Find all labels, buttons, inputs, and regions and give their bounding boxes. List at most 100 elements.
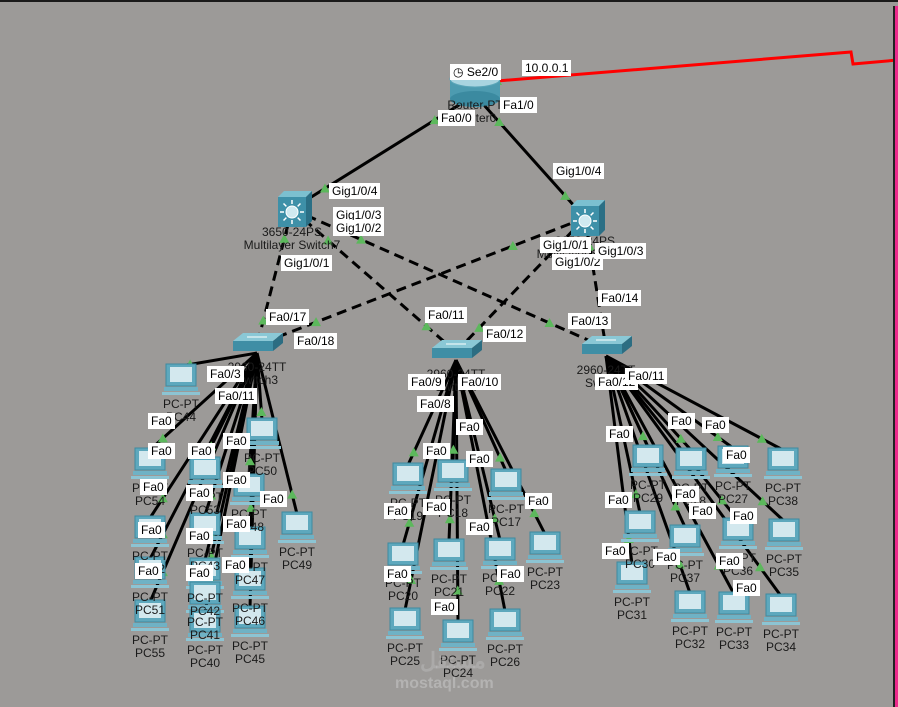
pc-icon[interactable] [666,524,704,556]
pc-icon[interactable] [231,567,269,599]
pc-screen [392,546,414,561]
switch-icon[interactable] [432,340,482,358]
port-label: Fa0 [223,433,250,449]
pc-icon[interactable] [672,447,710,479]
pc-icon[interactable] [629,444,667,476]
pc-base [133,580,167,584]
pc-icon[interactable] [764,447,802,479]
device-type-label: PC-PT [488,502,524,516]
pc-icon[interactable] [715,591,753,623]
pc-icon[interactable] [439,619,477,651]
pc-base [188,480,222,484]
pc-icon[interactable] [621,510,659,542]
port-label-text: Fa0 [387,567,408,581]
pc-icon[interactable] [186,581,224,613]
link-mls8-sw3[interactable] [256,216,586,347]
pc-icon[interactable] [434,459,472,491]
pc-icon[interactable] [386,607,424,639]
multilayer-switch-icon[interactable] [571,200,605,236]
port-label: Gig1/0/1 [540,237,592,253]
port-up-indicator [279,233,290,243]
pc-icon[interactable] [487,468,525,500]
port-label: Gig1/0/3 [595,243,647,259]
switch-icon[interactable] [582,336,632,354]
serial-link[interactable] [496,50,898,83]
pc-icon[interactable] [186,609,224,641]
port-label: Fa0/18 [294,333,338,349]
port-label-text: 10.0.0.1 [525,61,569,75]
device-name-label: PC47 [234,573,266,587]
port-label-text: Fa0 [426,500,447,514]
switch-side [472,340,482,358]
pc-icon[interactable] [162,363,200,395]
pc-icon[interactable] [243,417,281,449]
link-sw4-pc26[interactable] [454,359,507,612]
port-label-text: Fa0/11 [628,369,665,383]
pc-icon[interactable] [765,518,803,550]
pc-base [623,534,657,538]
multilayer-switch-icon[interactable] [278,191,312,227]
port-label-text: Fa0/10 [461,375,499,389]
pc-keyboard [230,502,268,505]
port-label: Gig1/0/2 [333,220,385,236]
pc-icon[interactable] [671,590,709,622]
pc-screen [447,623,469,638]
pc-icon[interactable] [231,605,269,637]
port-up-indicator [495,452,505,462]
port-label-text: Gig1/0/4 [332,184,378,198]
port-label: Fa0 [186,528,213,544]
port-label-text: Fa0 [189,529,210,543]
pc-base [233,629,267,633]
pc-keyboard [764,476,802,479]
pc-icon[interactable] [613,561,651,593]
port-label: Fa0 [702,417,729,433]
pc-icon[interactable] [231,526,269,558]
pc-base [232,497,266,501]
port-label-text: Fa0 [226,517,247,531]
port-label: Gig1/0/2 [552,254,604,270]
pc-keyboard [439,648,477,651]
device-type-label: PC-PT [431,572,467,586]
port-label: Fa0 [223,516,250,532]
pc-icon[interactable] [186,456,224,488]
pc-icon[interactable] [486,608,524,640]
pc-screen [286,515,308,530]
port-label: Fa0 [605,492,632,508]
pc-base [488,632,522,636]
device-type-label: PC-PT [672,624,708,638]
pc-base [668,548,702,552]
device-name-label: PC37 [669,571,701,585]
pc-base [767,542,801,546]
pc-base [133,539,167,543]
device-type-label: PC-PT [132,549,168,563]
pc-icon[interactable] [481,537,519,569]
port-label: Fa0 [138,522,165,538]
pc-icon[interactable] [278,511,316,543]
switch-icon[interactable] [233,333,283,351]
pc-icon[interactable] [430,538,468,570]
port-label: Fa0/13 [568,313,612,329]
device-type-label: PC-PT [614,595,650,609]
link-sw4-pc19[interactable] [406,359,458,466]
pc-icon[interactable] [526,531,564,563]
pc-icon[interactable] [131,599,169,631]
port-label: Fa0 [668,413,695,429]
port-label-text: Fa0 [726,448,747,462]
pc-base [721,541,755,545]
port-label: Fa0/17 [266,309,310,325]
port-label: Fa0 [602,543,629,559]
mls-arrow [590,226,595,231]
port-label-text: Fa0 [605,544,626,558]
port-label: Fa0 [148,443,175,459]
link-sw5-pc33[interactable] [604,355,736,595]
port-label: Fa0 [672,486,699,502]
mls-arrow [297,217,302,222]
pc-icon[interactable] [762,593,800,625]
pc-icon[interactable] [389,462,427,494]
device-type-label: PC-PT [487,642,523,656]
pc-keyboard [231,596,269,599]
